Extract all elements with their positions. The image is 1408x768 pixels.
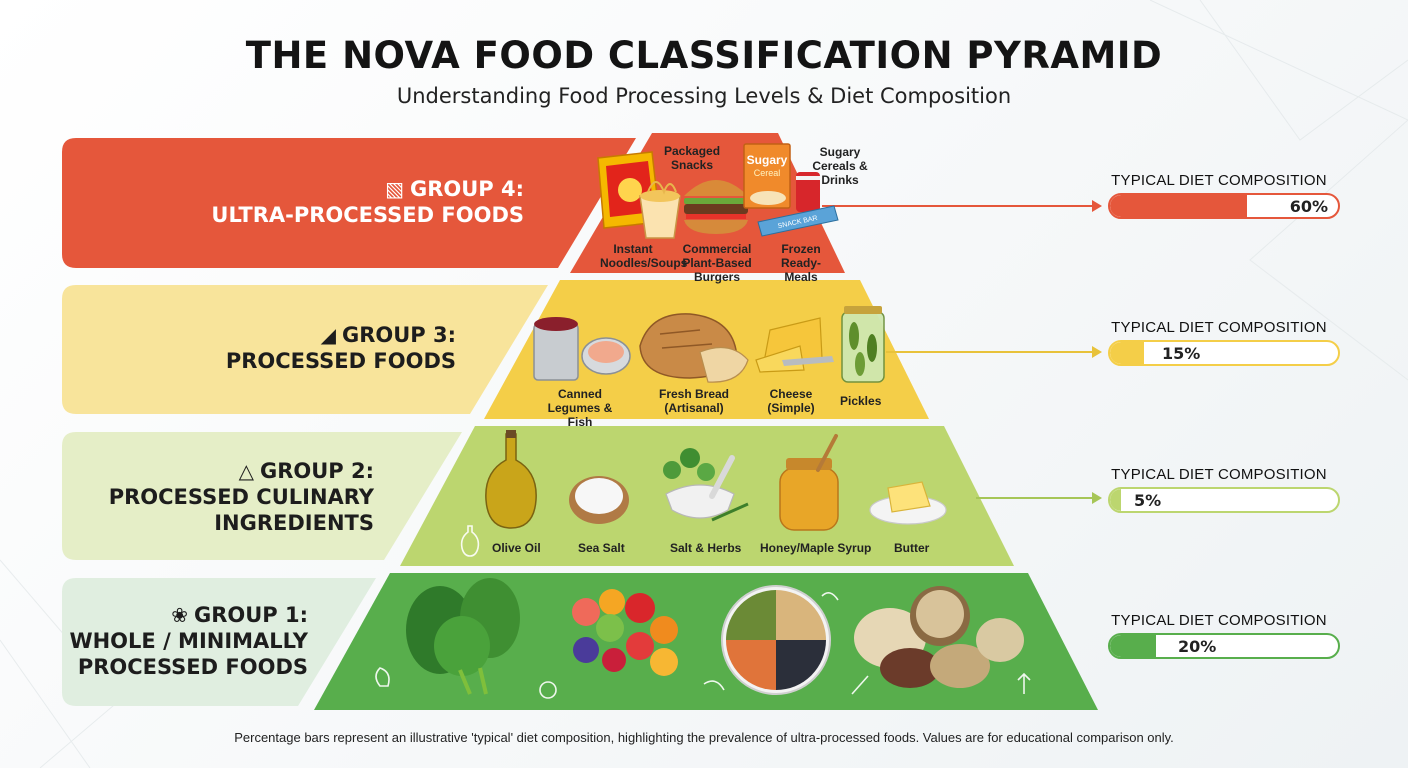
group2-label-panel <box>62 432 462 560</box>
food-label-cheese: Cheese (Simple) <box>767 387 815 415</box>
composition-title: TYPICAL DIET COMPOSITION <box>1111 319 1327 336</box>
group2-composition: TYPICAL DIET COMPOSITION 5% <box>1108 466 1340 513</box>
group4-label-panel <box>62 138 636 268</box>
composition-bar: 15% <box>1108 340 1340 366</box>
bean-outline-icon <box>821 592 839 601</box>
composition-percent: 60% <box>1289 197 1328 216</box>
group3-label: ◢GROUP 3: PROCESSED FOODS <box>60 322 456 374</box>
group3-name: PROCESSED FOODS <box>225 349 456 373</box>
wheat-outline-icon <box>1017 672 1031 694</box>
food-label-butter: Butter <box>894 541 930 555</box>
food-label-canned-legumes: Canned Legumes & Fish <box>547 387 613 429</box>
page-subtitle: Understanding Food Processing Levels & D… <box>396 84 1012 108</box>
food-label-fresh-bread: Fresh Bread (Artisanal) <box>658 387 730 415</box>
flask-icon: △ <box>238 459 254 483</box>
snack-bag-icon: ▧ <box>385 177 404 201</box>
page-title: THE NOVA FOOD CLASSIFICATION PYRAMID <box>245 34 1163 77</box>
oil-bottle-outline-icon <box>460 525 480 557</box>
composition-percent: 15% <box>1162 344 1201 363</box>
composition-bar-fill <box>1110 195 1247 217</box>
food-label-frozen-meals: Frozen Ready-Meals <box>780 242 821 284</box>
food-label-sea-salt: Sea Salt <box>578 541 625 555</box>
group3-composition: TYPICAL DIET COMPOSITION 15% <box>1108 319 1340 366</box>
food-label-instant-noodles: Instant Noodles/Soups <box>600 242 688 270</box>
composition-bar-fill <box>1110 489 1122 511</box>
group1-name-line2: PROCESSED FOODS <box>77 655 308 679</box>
group4-name: ULTRA-PROCESSED FOODS <box>211 203 524 227</box>
footnote: Percentage bars represent an illustrativ… <box>234 730 1174 745</box>
group3-food-illustrations <box>533 306 885 383</box>
food-label-olive-oil: Olive Oil <box>492 541 541 555</box>
group2-label: △GROUP 2: PROCESSED CULINARY INGREDIENTS <box>60 458 374 536</box>
composition-bar: 5% <box>1108 487 1340 513</box>
connector-arrows <box>822 200 1102 504</box>
group1-number: GROUP 1: <box>193 603 308 627</box>
food-label-sugary-cereals: Sugary Cereals & Drinks <box>812 145 868 187</box>
group1-label: ❀GROUP 1: WHOLE / MINIMALLY PROCESSED FO… <box>60 602 308 680</box>
group2-name-line1: PROCESSED CULINARY <box>108 485 374 509</box>
composition-bar-fill <box>1110 342 1145 364</box>
food-label-salt-herbs: Salt & Herbs <box>670 541 742 555</box>
leaf-icon: ❀ <box>171 603 188 627</box>
group4-label: ▧GROUP 4: ULTRA-PROCESSED FOODS <box>60 176 524 228</box>
composition-title: TYPICAL DIET COMPOSITION <box>1111 172 1327 189</box>
composition-bar-fill <box>1110 635 1156 657</box>
cereal-box-brand: Sugary <box>747 153 788 167</box>
composition-title: TYPICAL DIET COMPOSITION <box>1111 612 1327 629</box>
food-label-pickles: Pickles <box>840 394 882 408</box>
food-label-packaged-snacks: Packaged Snacks <box>664 144 721 172</box>
leaf-small-outline-icon <box>851 675 869 695</box>
leaf-outline-icon <box>375 667 390 687</box>
composition-percent: 20% <box>1178 637 1217 656</box>
group2-name-line2: INGREDIENTS <box>214 511 374 535</box>
group3-number: GROUP 3: <box>341 323 456 347</box>
pea-outline-icon <box>703 680 725 691</box>
decorative-outline-icons <box>375 525 1031 699</box>
group1-name-line1: WHOLE / MINIMALLY <box>69 629 308 653</box>
apple-outline-icon <box>539 681 557 699</box>
group1-label-panel <box>62 578 376 706</box>
composition-bar: 60% <box>1108 193 1340 219</box>
composition-bar: 20% <box>1108 633 1340 659</box>
group4-number: GROUP 4: <box>409 177 524 201</box>
group3-label-panel <box>62 285 548 414</box>
group1-food-illustrations <box>406 578 1024 695</box>
cereal-box-label: Cereal <box>754 168 781 178</box>
composition-percent: 5% <box>1134 491 1162 510</box>
group1-composition: TYPICAL DIET COMPOSITION 20% <box>1108 612 1340 659</box>
group2-number: GROUP 2: <box>259 459 374 483</box>
group2-food-illustrations <box>485 430 947 531</box>
cheese-icon: ◢ <box>320 323 336 347</box>
group4-food-illustrations: Sugary Cereal SNACK BAR <box>597 143 839 239</box>
composition-title: TYPICAL DIET COMPOSITION <box>1111 466 1327 483</box>
group4-composition: TYPICAL DIET COMPOSITION 60% <box>1108 172 1340 219</box>
food-label-honey-syrup: Honey/Maple Syrup <box>760 541 872 555</box>
food-label-plant-based-burgers: Commercial Plant-Based Burgers <box>682 242 752 284</box>
